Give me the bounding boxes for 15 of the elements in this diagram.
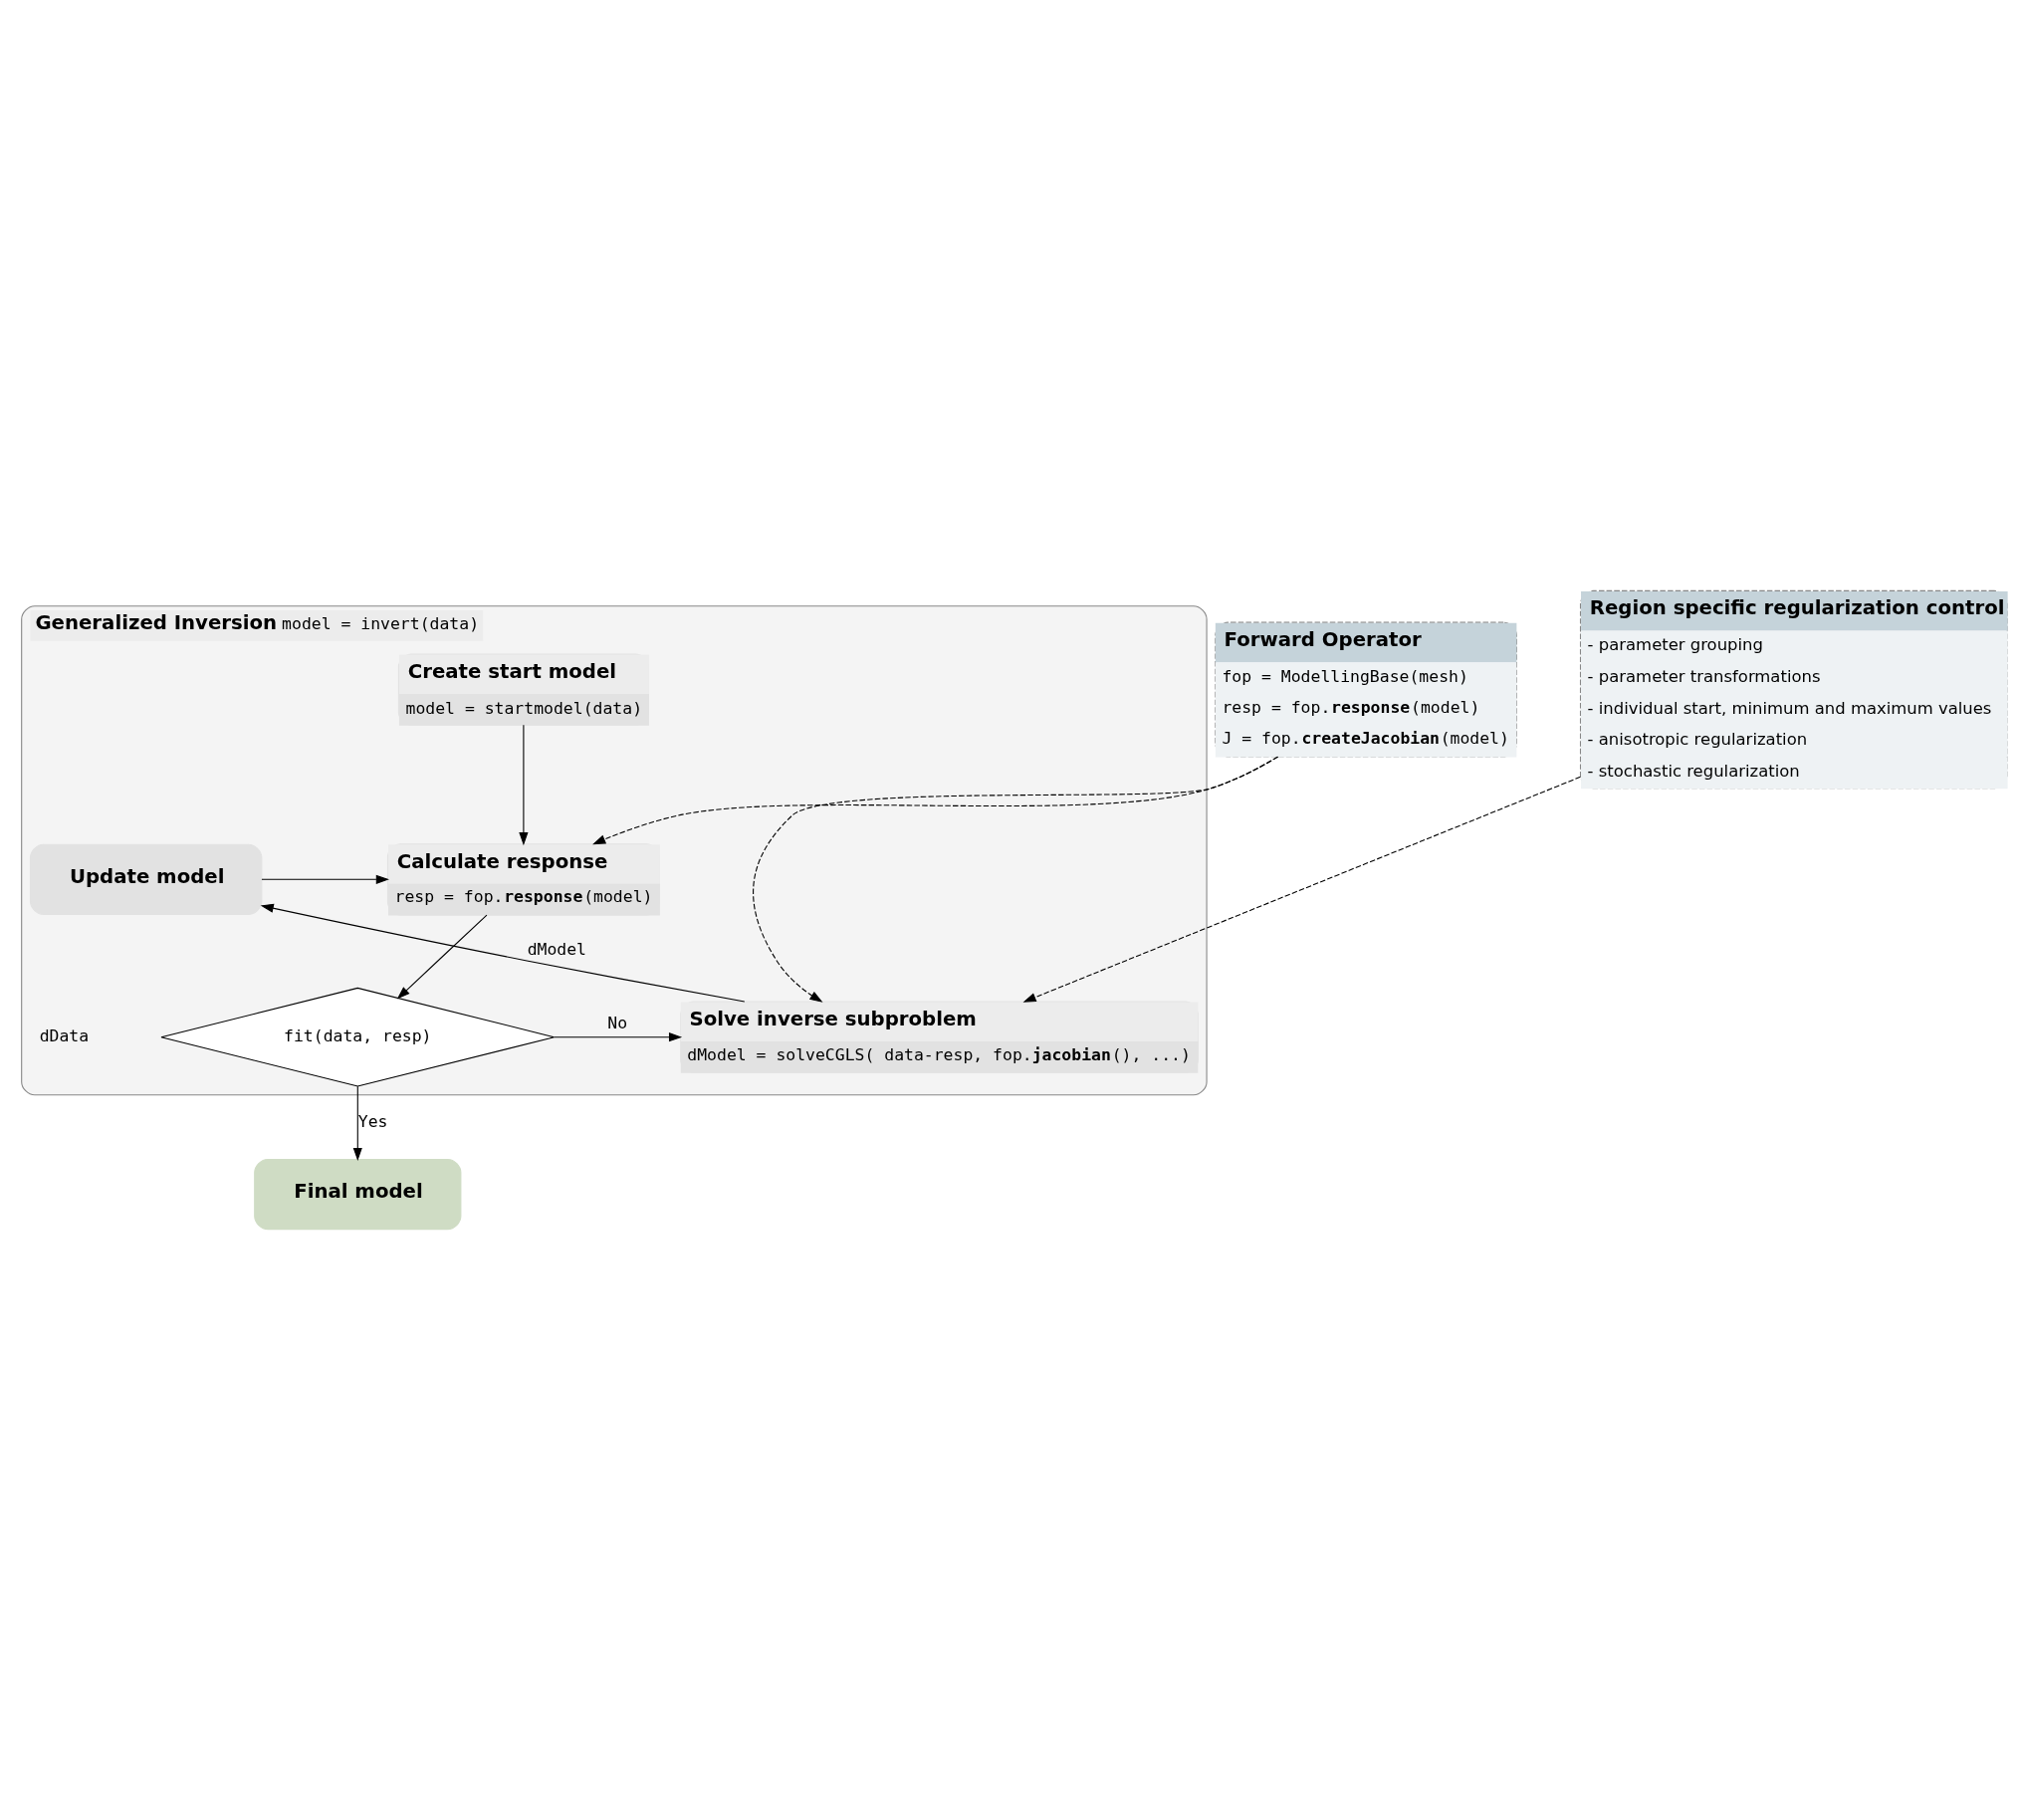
arrow: [554, 1032, 683, 1042]
edge-label: Yes: [357, 1111, 388, 1131]
arrow: [261, 874, 389, 884]
label: dData: [39, 1025, 90, 1045]
arrow: [592, 756, 1279, 845]
arrow: [260, 903, 746, 1003]
arrow: [1022, 776, 1581, 1003]
arrow: [352, 1085, 362, 1162]
edge-label: dModel: [527, 940, 587, 960]
edge-label: No: [607, 1013, 628, 1032]
arrow: [396, 914, 488, 1000]
node-box: Final model: [254, 1158, 462, 1231]
arrow: [519, 724, 529, 846]
node-box: Update model: [29, 843, 263, 915]
arrow: [753, 756, 1278, 1003]
